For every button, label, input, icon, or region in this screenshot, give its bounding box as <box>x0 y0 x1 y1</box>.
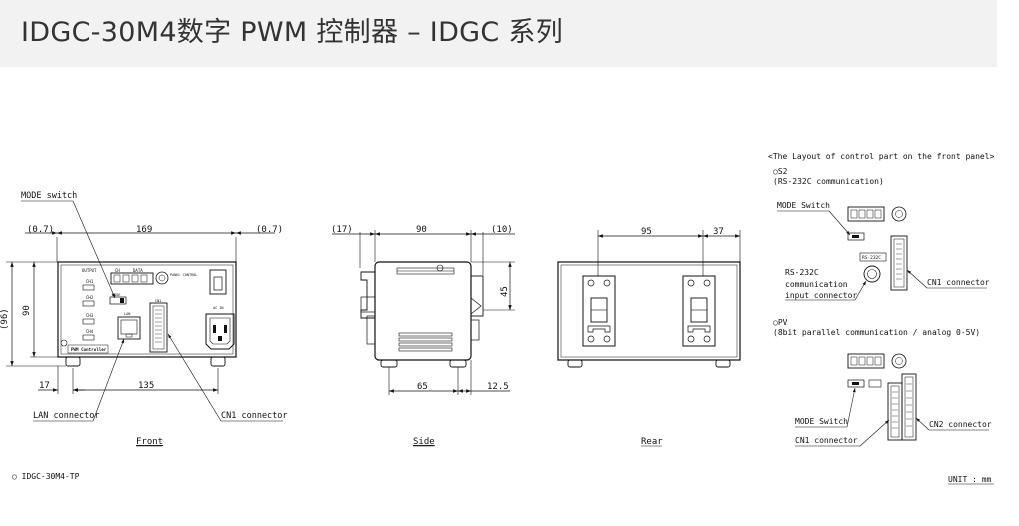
cn1-port <box>149 302 168 353</box>
ch2-label: CH2 <box>86 295 94 300</box>
rear-view: 95 37 Rear <box>557 227 741 447</box>
side-caption: Side <box>413 437 435 447</box>
lan-label: LAN <box>124 312 130 316</box>
pv-desc: (8bit parallel communication / analog 0-… <box>773 328 980 337</box>
s2-rs232c-label-3: input connector <box>785 291 857 300</box>
s2-cn1-label: CN1 connector <box>927 278 990 287</box>
front-right-gap-dim: (0.7) <box>256 225 283 235</box>
side-bottom-right-dim: 12.5 <box>487 382 509 392</box>
front-caption: Front <box>136 437 163 447</box>
output-label: OUTPUT <box>82 268 97 273</box>
pv-cn1-port <box>887 382 903 441</box>
s2-rs232c-label-1: RS-232C <box>785 268 819 277</box>
s2-cn1-port <box>890 235 908 291</box>
panel-control-label: PANEL CONTROL <box>170 273 197 277</box>
pv-knob <box>891 353 907 369</box>
cn1-connector-callout: CN1 connector <box>221 411 288 421</box>
unit-label: UNIT : mm <box>948 475 992 484</box>
rear-caption: Rear <box>641 437 663 447</box>
front-height-dim: 90 <box>22 305 32 316</box>
side-vertical-dim: 45 <box>500 286 510 297</box>
front-width-dim: 169 <box>136 225 152 235</box>
side-bottom-span-dim: 65 <box>417 382 428 392</box>
layout-heading: <The Layout of control part on the front… <box>768 152 995 161</box>
title-bar: IDGC-30M4数字 PWM 控制器 – IDGC 系列 <box>0 0 997 67</box>
ch4-label: CH4 <box>86 329 94 334</box>
lan-port <box>117 316 141 340</box>
ch1-label: CH1 <box>86 279 94 284</box>
rear-mount-left <box>582 275 616 347</box>
ch2-led <box>82 300 95 307</box>
ch3-label: CH3 <box>86 313 94 318</box>
ch3-led <box>82 318 95 325</box>
ch1-led <box>82 284 95 291</box>
model-label: ○ IDGC-30M4-TP <box>12 472 80 481</box>
s2-knob <box>891 206 907 222</box>
power-switch <box>209 269 227 295</box>
s2-desc: (RS-232C communication) <box>773 177 884 186</box>
ch4-led <box>82 334 95 341</box>
page-title: IDGC-30M4数字 PWM 控制器 – IDGC 系列 <box>21 17 564 48</box>
seven-segment-display <box>110 272 154 285</box>
s2-marker: ○S2 <box>773 167 788 176</box>
s2-display <box>847 206 885 222</box>
pv-cn1-label: CN1 connector <box>795 436 858 445</box>
brand-label: PWM Controller <box>71 347 107 352</box>
pv-cn2-port <box>901 373 917 441</box>
acin-label: AC IN <box>213 306 224 310</box>
side-view: (17) 90 (10) 45 65 <box>331 225 515 447</box>
front-height-outer-dim: (96) <box>0 308 10 330</box>
side-depth-dim: 90 <box>416 225 427 235</box>
front-view: (0.7) 169 (0.7) (96) 90 OUTPUT CH1 CH2 C… <box>0 191 288 447</box>
rear-right-dim: 37 <box>713 227 724 237</box>
pv-display <box>847 353 885 369</box>
foot-left-dim: 17 <box>39 381 50 391</box>
lan-connector-callout: LAN connector <box>33 411 100 421</box>
s2-rs232c-tag: RS-232C <box>862 255 881 261</box>
side-left-gap-dim: (17) <box>331 225 353 235</box>
pv-mode-switch-label: MODE Switch <box>795 417 848 426</box>
s2-mode-switch <box>847 232 865 241</box>
foot-span-dim: 135 <box>138 381 154 391</box>
mode-label: MODE <box>112 293 120 297</box>
ground-icon <box>60 339 68 347</box>
data-label: DATA <box>133 268 143 273</box>
mode-switch <box>109 296 127 305</box>
panel-control-knob <box>155 271 169 285</box>
ch-label: CH <box>115 268 120 273</box>
s2-rs232c-label-2: communication <box>785 280 848 289</box>
pv-marker: ○PV <box>773 318 788 327</box>
pv-mode-switch <box>847 379 865 388</box>
side-right-gap-dim: (10) <box>491 225 513 235</box>
ac-inlet <box>205 313 235 350</box>
rear-mount-right <box>682 275 716 347</box>
mode-switch-callout: MODE switch <box>21 191 77 201</box>
layout-panel: <The Layout of control part on the front… <box>768 152 995 447</box>
pv-cn2-label: CN2 connector <box>929 420 992 429</box>
s2-mode-switch-label: MODE Switch <box>777 201 830 210</box>
s2-rs232c-connector <box>863 265 881 283</box>
cn1-label: CN1 <box>155 299 161 303</box>
rear-span-dim: 95 <box>641 227 652 237</box>
front-left-gap-dim: (0.7) <box>27 225 54 235</box>
